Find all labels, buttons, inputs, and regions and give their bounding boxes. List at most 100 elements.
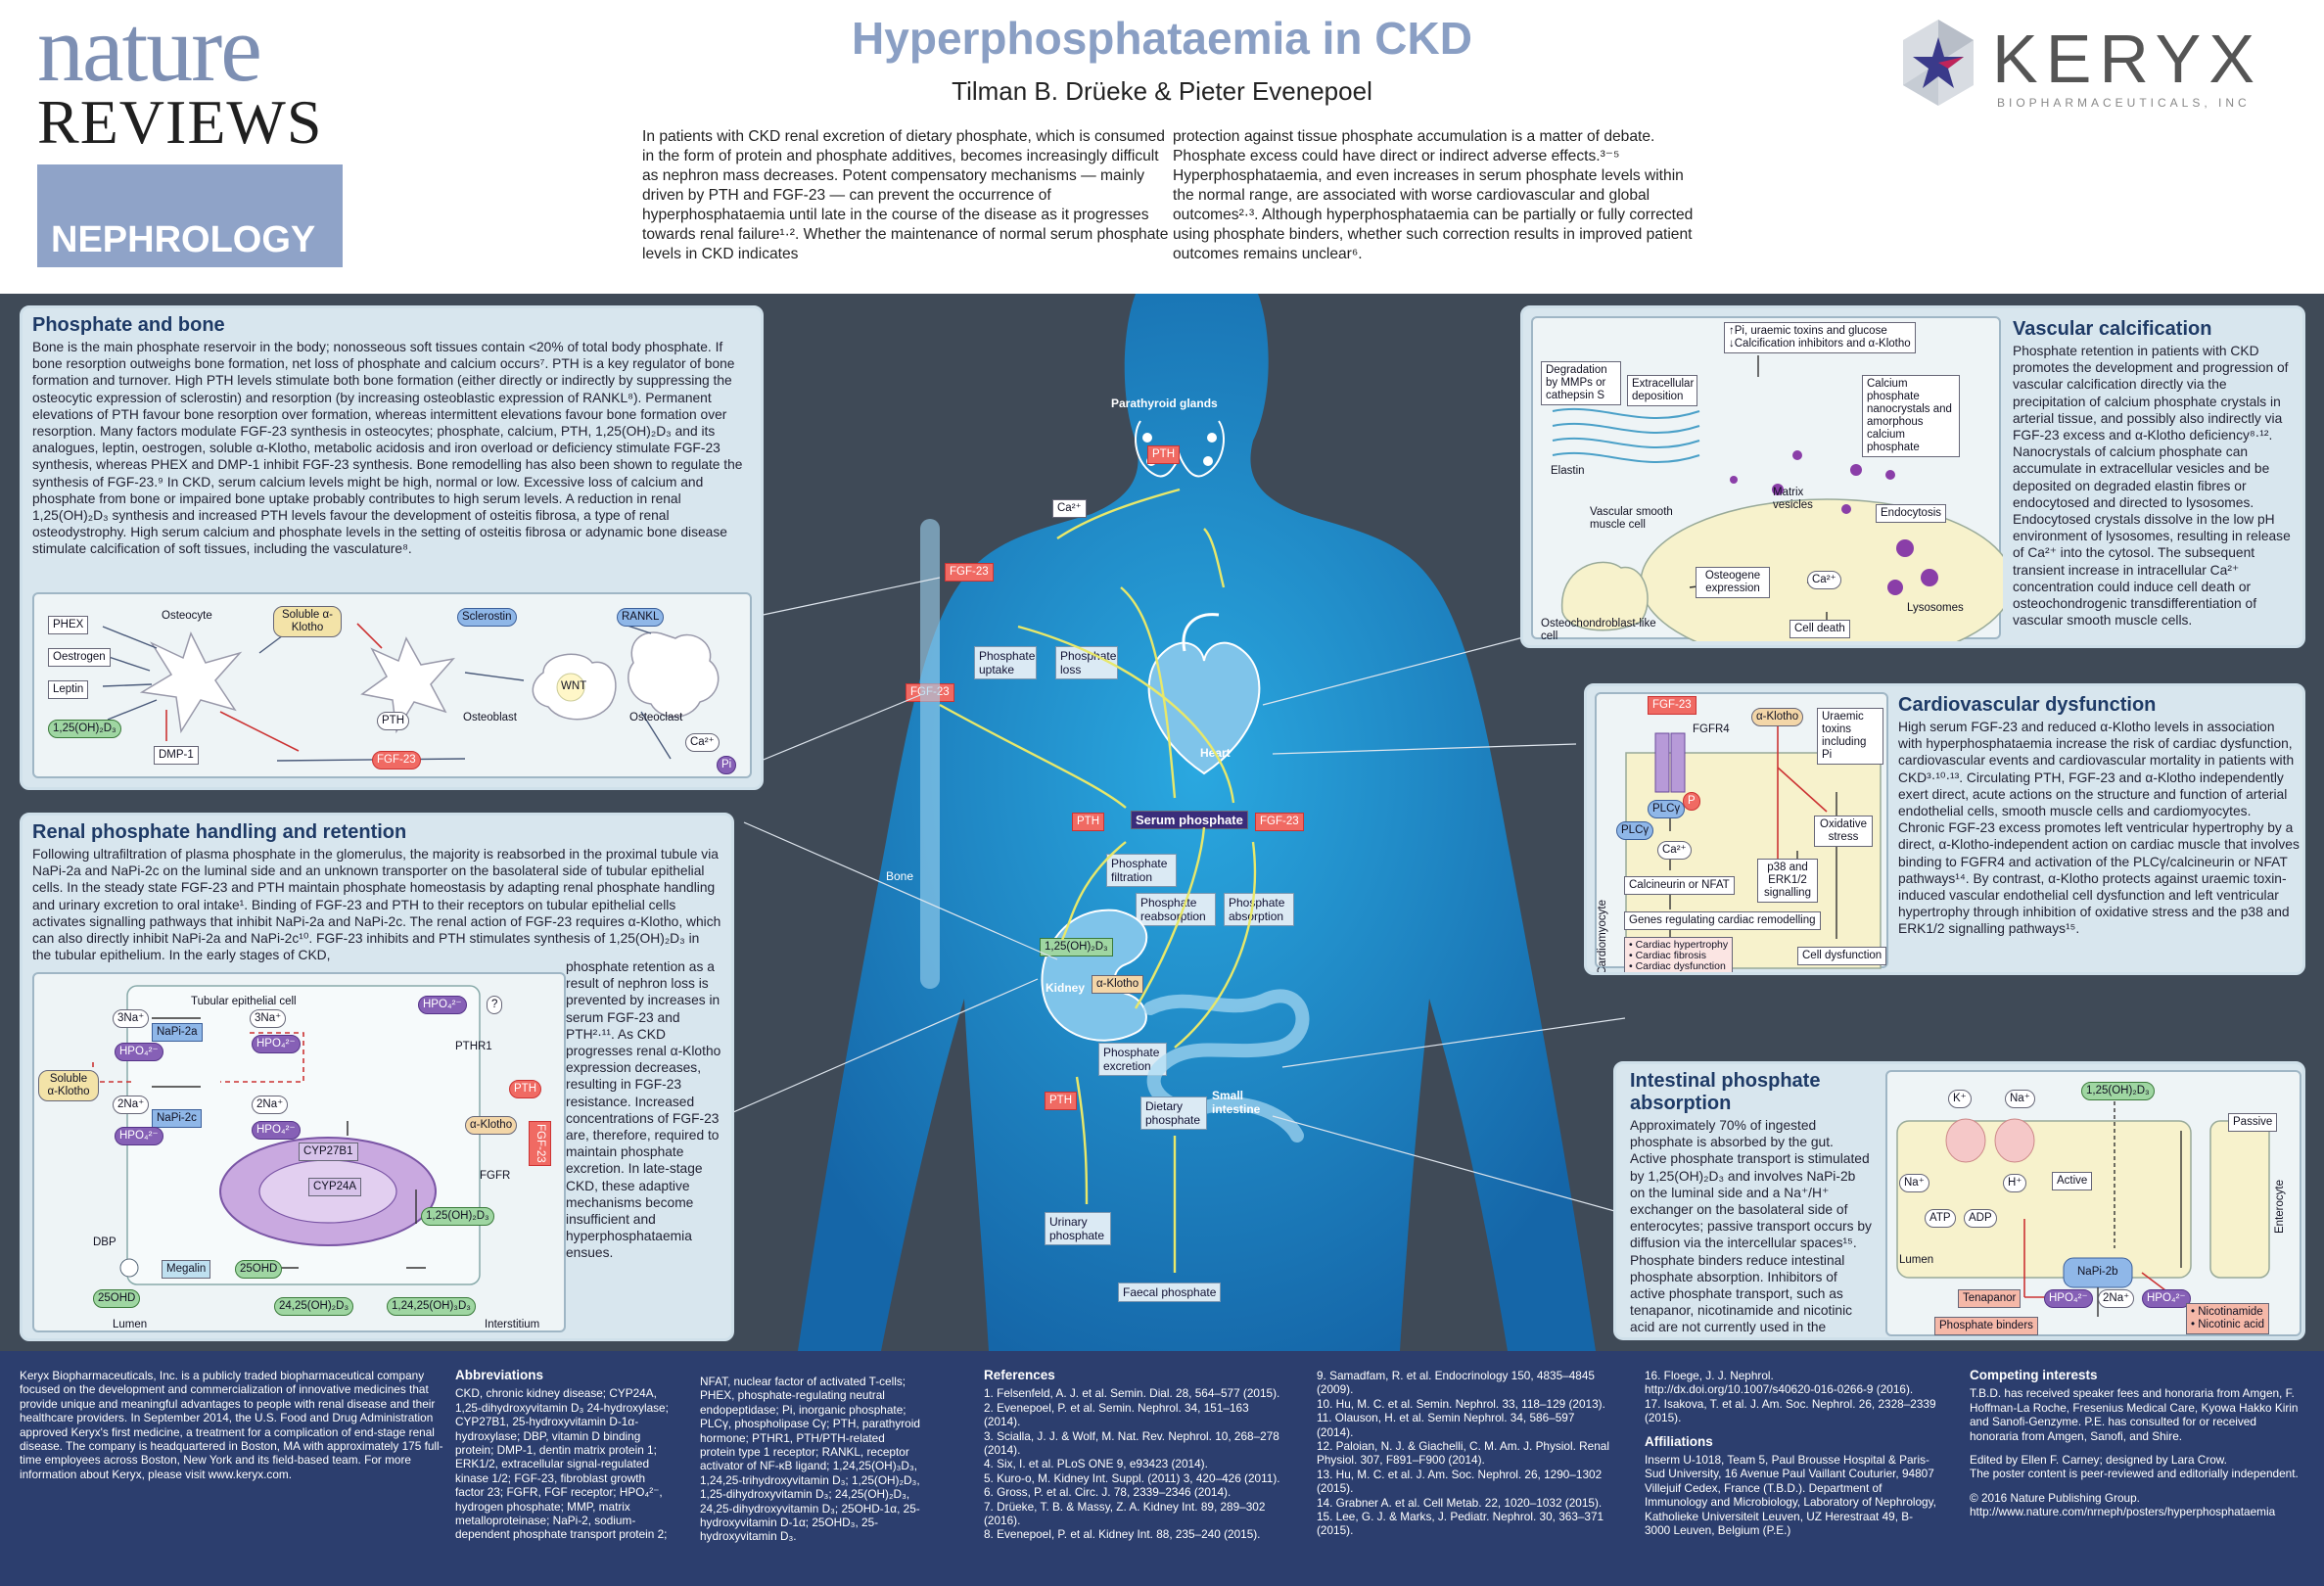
bone-soluble-klotho: Soluble α-Klotho: [273, 606, 342, 637]
intestinal-enterocyte-label: Enterocyte: [2274, 1180, 2286, 1234]
vascular-osteochondro-label: Osteochondroblast-like cell: [1541, 618, 1656, 642]
vascular-trigger-box: ↑Pi, uraemic toxins and glucose ↓Calcifi…: [1724, 322, 1916, 353]
footer-url[interactable]: http://www.nature.com/nrneph/posters/hyp…: [1970, 1505, 2276, 1519]
renal-fgfr-label: FGFR: [480, 1170, 511, 1182]
intestinal-na-cell: Na⁺: [1899, 1174, 1929, 1192]
keryx-subtitle: BIOPHARMACEUTICALS, INC: [1997, 96, 2251, 110]
vascular-cell-death-box: Cell death: [1789, 620, 1850, 638]
cardio-figure: FGF-23 FGFR4 α-Klotho Uraemic toxins inc…: [1595, 692, 1888, 972]
renal-unknown-transporter: ?: [487, 996, 503, 1014]
bone-phex-box: PHEX: [48, 616, 89, 634]
footer-references-b: 9. Samadfam, R. et al. Endocrinology 150…: [1317, 1369, 1610, 1538]
kidney-label: Kidney: [1046, 981, 1086, 995]
vascular-extracellular-box: Extracellular deposition: [1627, 375, 1697, 406]
intestinal-active-box: Active: [2052, 1172, 2093, 1190]
poster-header: nature REVIEWS NEPHROLOGY Hyperphosphata…: [0, 0, 2324, 294]
footer-abbreviations-text-2: NFAT, nuclear factor of activated T-cell…: [700, 1375, 920, 1544]
intestinal-lumen-label: Lumen: [1899, 1254, 1934, 1266]
cardio-ca-box: Ca²⁺: [1657, 841, 1692, 860]
cardio-cell-dysfunction-box: Cell dysfunction: [1797, 947, 1887, 965]
panel-phosphate-bone: Phosphate and bone Bone is the main phos…: [20, 305, 764, 790]
footer-affiliations-text: Inserm U-1018, Team 5, Paul Brousse Hosp…: [1645, 1453, 1936, 1538]
body-vitd-label: 1,25(OH)₂D₃: [1040, 938, 1113, 956]
panel-title-renal: Renal phosphate handling and retention: [32, 821, 407, 843]
renal-figure: Tubular epithelial cell 3Na⁺ NaPi-2a 3Na…: [32, 972, 566, 1332]
footer-abbreviations-text-1: CKD, chronic kidney disease; CYP24A, 1,2…: [455, 1386, 669, 1542]
bone-rankl-box: RANKL: [617, 608, 665, 627]
body-klotho-label: α-Klotho: [1092, 975, 1144, 994]
intestinal-figure-drawing: [1896, 1101, 2270, 1317]
vascular-vsmc-label: Vascular smooth muscle cell: [1590, 506, 1673, 531]
journal-brand-nature: nature: [37, 0, 262, 101]
renal-cell-label: Tubular epithelial cell: [191, 996, 297, 1007]
renal-3na-cell: 3Na⁺: [250, 1009, 287, 1028]
ref-4: 4. Six, I. et al. PLoS ONE 9, e93423 (20…: [984, 1457, 1208, 1471]
phosphate-absorption-label: Phosphate absorption: [1224, 893, 1294, 926]
dietary-phosphate-label: Dietary phosphate: [1140, 1096, 1207, 1130]
small-intestine-icon: [1143, 989, 1310, 1143]
intestinal-atp-box: ATP: [1925, 1209, 1956, 1228]
cardio-klotho-box: α-Klotho: [1751, 708, 1804, 726]
renal-dbp-label: DBP: [93, 1236, 116, 1248]
vascular-figure-drawing: [1552, 355, 2003, 641]
ref-16: 16. Floege, J. J. Nephrol. http://dx.doi…: [1645, 1369, 1914, 1397]
intestinal-na-box: Na⁺: [2005, 1090, 2035, 1108]
renal-25ohd-lumen: 25OHD: [93, 1289, 141, 1308]
ref-14: 14. Grabner A. et al. Cell Metab. 22, 10…: [1317, 1495, 1603, 1510]
bone-label: Bone: [886, 869, 914, 883]
faecal-phosphate-label: Faecal phosphate: [1118, 1283, 1222, 1302]
vascular-figure: ↑Pi, uraemic toxins and glucose ↓Calcifi…: [1531, 316, 2003, 642]
vascular-text-column: Vascular calcification Phosphate retenti…: [2013, 312, 2301, 629]
renal-vitd-2425: 24,25(OH)₂D₃: [274, 1297, 354, 1316]
renal-figure-drawing: [92, 985, 481, 1285]
cardio-genes-box: Genes regulating cardiac remodelling: [1624, 911, 1821, 930]
ref-9: 9. Samadfam, R. et al. Endocrinology 150…: [1317, 1369, 1595, 1397]
panel-text-bone: Bone is the main phosphate reservoir in …: [32, 340, 743, 557]
bone-pth-box: PTH: [377, 712, 409, 730]
panel-text-cardio: High serum FGF-23 and reduced α-Klotho l…: [1898, 720, 2300, 937]
ref-5: 5. Kuro-o, M. Kidney Int. Suppl. (2011) …: [984, 1470, 1280, 1485]
keryx-star-logo-icon: [1903, 20, 1974, 106]
pth-gland-badge: PTH: [1147, 445, 1180, 464]
renal-fgf23-box: FGF-23: [529, 1121, 551, 1166]
vascular-degradation-box: Degradation by MMPs or cathepsin S: [1541, 361, 1621, 405]
bone-osteocyte-label: Osteocyte: [162, 610, 212, 622]
panel-text-renal-2: phosphate retention as a result of nephr…: [566, 959, 721, 1261]
vascular-nanocrystals-box: Calcium phosphate nanocrystals and amorp…: [1862, 375, 1960, 457]
renal-pthr1-label: PTHR1: [455, 1041, 492, 1052]
footer-abbreviations-1: Abbreviations CKD, chronic kidney diseas…: [455, 1368, 675, 1542]
phosphate-filtration-label: Phosphate filtration: [1106, 854, 1177, 887]
footer-references-a: References 1. Felsenfeld, A. J. et al. S…: [984, 1368, 1287, 1542]
renal-hpo-basolateral: HPO₄²⁻: [418, 996, 467, 1014]
vascular-osteogene-box: Osteogene expression: [1696, 567, 1770, 598]
renal-cyp27b1-box: CYP27B1: [299, 1143, 358, 1161]
bone-osteoclast-label: Osteoclast: [629, 712, 683, 723]
intestinal-passive-box: Passive: [2228, 1113, 2278, 1132]
intestinal-hpo-cell: HPO₄²⁻: [2044, 1289, 2093, 1308]
flow-arrows: [723, 488, 1626, 1273]
footer-competing: Competing interests T.B.D. has received …: [1970, 1368, 2307, 1519]
intestinal-k-box: K⁺: [1948, 1090, 1972, 1108]
vascular-endocytosis-box: Endocytosis: [1876, 504, 1947, 523]
renal-klotho-box: α-Klotho: [465, 1116, 518, 1135]
renal-hpo-lumen-2: HPO₄²⁻: [115, 1127, 163, 1145]
ref-1: 1. Felsenfeld, A. J. et al. Semin. Dial.…: [984, 1386, 1280, 1401]
ref-15: 15. Lee, G. J. & Marks, J. Pediatr. Neph…: [1317, 1510, 1604, 1538]
intestinal-adp-box: ADP: [1964, 1209, 1997, 1228]
ref-13: 13. Hu, M. C. et al. J. Am. Soc. Nephrol…: [1317, 1467, 1603, 1496]
renal-vitd-125: 1,25(OH)₂D₃: [421, 1207, 494, 1226]
ref-6: 6. Gross, P. et al. Circ. J. 78, 2339–23…: [984, 1485, 1232, 1500]
renal-interstitium-label: Interstitium: [485, 1319, 540, 1330]
ref-11: 11. Olauson, H. et al. Semin Nephrol. 34…: [1317, 1411, 1575, 1439]
intestinal-nicotinamide-box: • Nicotinamide • Nicotinic acid: [2186, 1303, 2269, 1334]
panel-vascular: ↑Pi, uraemic toxins and glucose ↓Calcifi…: [1520, 305, 2305, 648]
footer-abbreviations-title: Abbreviations: [455, 1368, 544, 1382]
panel-text-intestinal: Approximately 70% of ingested phosphate …: [1630, 1118, 1872, 1337]
panel-title-cardio: Cardiovascular dysfunction: [1898, 694, 2157, 716]
journal-brand-band: NEPHROLOGY: [37, 164, 343, 267]
cardio-p38-box: p38 and ERK1/2 signalling: [1757, 859, 1818, 903]
bone-dmp1-box: DMP-1: [154, 746, 199, 765]
renal-napi2a-box: NaPi-2a: [152, 1023, 203, 1042]
vascular-elastin-label: Elastin: [1551, 465, 1585, 477]
poster-main-area: Parathyroid glands PTH Ca²⁺ FGF-23 FGF-2…: [0, 294, 2324, 1351]
